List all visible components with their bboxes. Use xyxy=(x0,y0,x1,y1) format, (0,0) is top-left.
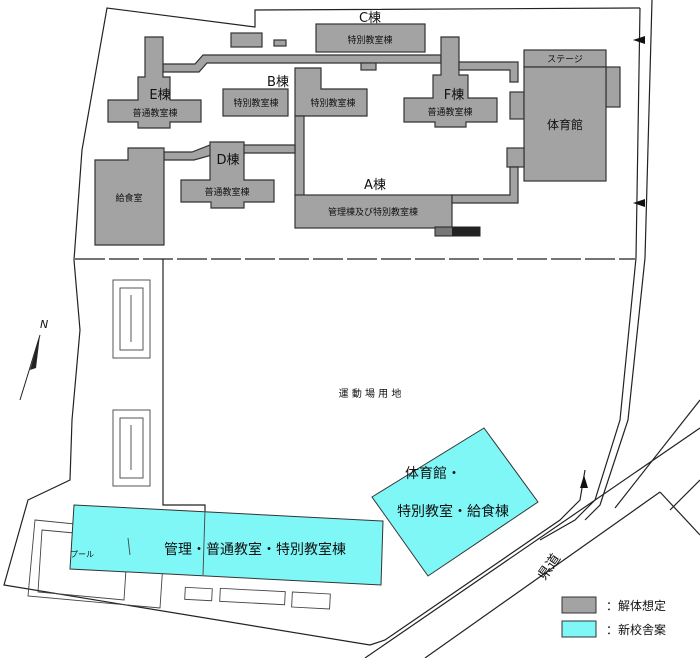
building-c-use: 特別教室棟 xyxy=(347,34,392,46)
building-a-use: 管理棟及び特別教室棟 xyxy=(328,206,418,218)
road-edge xyxy=(424,491,661,658)
road-edge xyxy=(659,491,700,536)
gate-marker-2 xyxy=(633,199,645,207)
gym-annex-west xyxy=(509,91,525,120)
corridor-gym-a xyxy=(451,166,519,204)
new-building-main xyxy=(69,504,384,586)
north-arrow-icon: N xyxy=(19,318,48,401)
site-boundary-east xyxy=(635,7,641,259)
new-gym-label-2: 特別教室・給食棟 xyxy=(397,503,509,520)
building-b-name: B棟 xyxy=(267,75,289,90)
gym-entrance xyxy=(506,147,525,168)
pool-outline-overlay xyxy=(127,537,131,556)
site-boundary xyxy=(3,7,641,646)
parking-space xyxy=(219,587,286,606)
building-d-name: D棟 xyxy=(216,153,239,168)
building-a-name: A棟 xyxy=(364,178,386,193)
small-building xyxy=(360,62,377,71)
legend-swatch-new xyxy=(561,620,597,638)
new-gym-label-1: 体育館・ xyxy=(405,465,461,482)
legend: ：解体想定 ：新校舎案 xyxy=(561,596,666,638)
building-f-name: F棟 xyxy=(444,88,464,103)
site-boundary-east-lower xyxy=(539,257,637,541)
gym-label: 体育館 xyxy=(547,117,583,132)
building-d xyxy=(180,141,275,209)
road-edge xyxy=(614,399,700,509)
building-e-use: 普通教室棟 xyxy=(132,107,177,119)
parking-space xyxy=(184,586,213,602)
building-c xyxy=(315,23,426,53)
court xyxy=(112,279,151,359)
building-e xyxy=(107,36,202,129)
legend-label-new: ：新校舎案 xyxy=(606,622,666,637)
old-outline-overlay xyxy=(202,509,206,576)
kitchen-label: 給食室 xyxy=(115,192,142,204)
building-c-name: C棟 xyxy=(359,11,381,26)
road-line-east xyxy=(644,0,653,259)
road-line-east-lower xyxy=(584,257,646,521)
small-building xyxy=(273,39,287,47)
road-edge xyxy=(369,469,586,646)
corridor-f-gym xyxy=(458,61,519,83)
building-kitchen xyxy=(94,147,165,246)
building-b-use-left: 特別教室棟 xyxy=(233,97,278,109)
building-d-use: 普通教室棟 xyxy=(204,186,249,198)
building-e-name: E棟 xyxy=(149,88,170,103)
new-building-gym xyxy=(371,427,539,577)
road-edge xyxy=(669,479,700,511)
road-edge xyxy=(364,427,700,658)
building-f xyxy=(403,36,498,128)
parking-space xyxy=(291,591,331,610)
entrance-marker xyxy=(580,475,588,488)
building-a xyxy=(294,194,453,229)
legend-label-demolition: ：解体想定 xyxy=(606,598,666,613)
ground-label: 運 動 場 用 地 xyxy=(339,387,402,400)
road-label: 県道 xyxy=(535,551,564,583)
north-label: N xyxy=(40,318,48,331)
ground-boundary xyxy=(162,259,206,515)
building-f-use: 普通教室棟 xyxy=(427,106,472,118)
gate-marker-1 xyxy=(633,36,645,44)
small-building xyxy=(230,32,263,48)
new-main-label: 管理・普通教室・特別教室棟 xyxy=(164,541,346,558)
stage-label: ステージ xyxy=(547,54,583,65)
court xyxy=(112,409,151,487)
building-gym xyxy=(523,66,607,182)
building-b-use-right: 特別教室棟 xyxy=(310,97,355,109)
pool-label: プール xyxy=(70,550,94,559)
corridor-b-a xyxy=(294,115,305,197)
legend-swatch-demolition xyxy=(561,596,597,614)
gym-annex-east xyxy=(605,66,621,108)
building-b-west xyxy=(222,88,289,117)
stairs-dark xyxy=(452,227,480,236)
